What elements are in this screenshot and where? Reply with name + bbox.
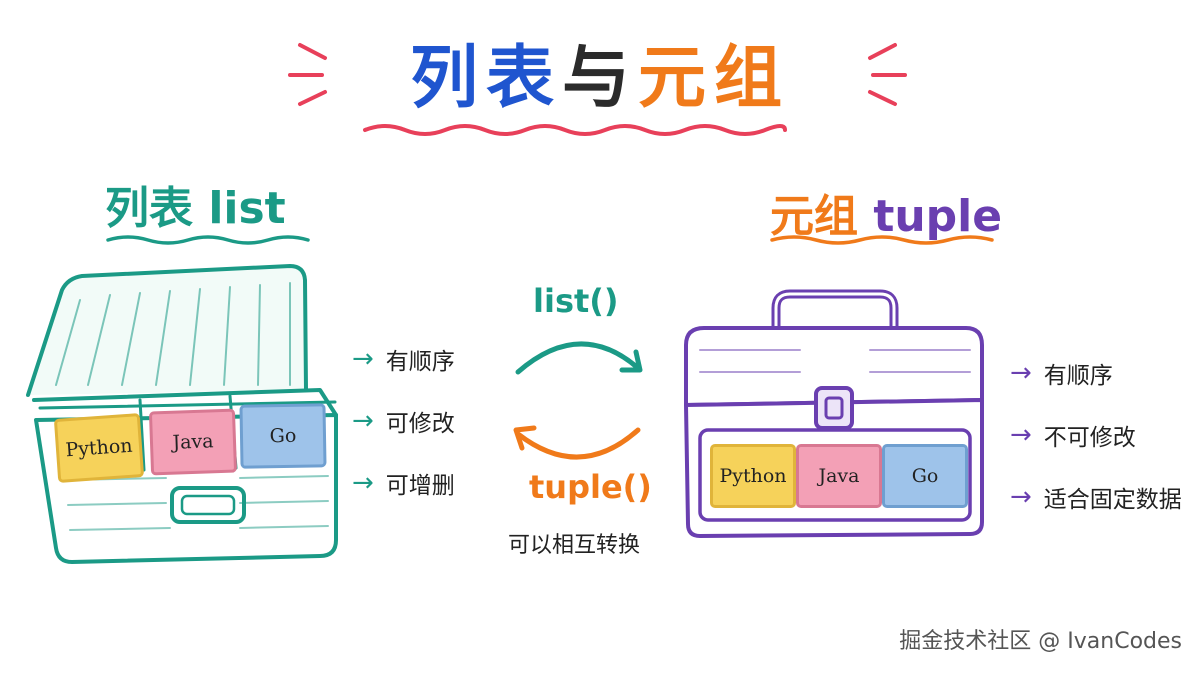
card-label: Python xyxy=(719,465,787,487)
card-label: Go xyxy=(911,465,939,487)
to-tuple-arrow-icon xyxy=(513,425,641,460)
feature-text: 有顺序 xyxy=(1043,363,1113,389)
arrow-right-icon: → xyxy=(352,344,374,374)
tuple-feature-ordered: → 有顺序 xyxy=(1010,356,1113,390)
conversion-caption: 可以相互转换 xyxy=(508,533,641,558)
feature-text: 有顺序 xyxy=(385,349,455,375)
title-accent-right-icon xyxy=(868,43,907,106)
card-label: Python xyxy=(64,434,134,462)
tuple-feature-fixed-data: → 适合固定数据 xyxy=(1010,480,1182,514)
arrow-right-icon: → xyxy=(352,406,374,436)
to-list-arrow-icon xyxy=(515,341,643,375)
list-title-underline-icon xyxy=(106,235,310,245)
feature-text: 适合固定数据 xyxy=(1043,487,1182,513)
arrow-right-icon: → xyxy=(1010,420,1032,450)
title-part-tuple: 元组 xyxy=(638,39,791,118)
tuple-title-en: tuple xyxy=(873,191,1003,242)
list-card-java: Java xyxy=(148,408,238,476)
list-feature-mutable: → 可修改 xyxy=(352,404,455,438)
card-label: Java xyxy=(172,430,214,454)
arrow-right-icon: → xyxy=(1010,358,1032,388)
list-function-label: list() xyxy=(533,282,619,320)
watermark: 掘金技术社区 @ IvanCodes xyxy=(899,629,1182,654)
title-accent-left-icon xyxy=(288,43,327,106)
feature-text: 不可修改 xyxy=(1043,425,1136,451)
list-section-title: 列表 list xyxy=(105,183,286,234)
feature-text: 可增删 xyxy=(385,473,455,499)
tuple-card-go: Go xyxy=(882,444,968,508)
card-label: Go xyxy=(269,424,297,448)
tuple-function-label: tuple() xyxy=(529,468,652,506)
list-feature-ordered: → 有顺序 xyxy=(352,342,455,376)
tuple-title-cn: 元组 xyxy=(770,191,858,242)
arrow-right-icon: → xyxy=(1010,482,1032,512)
feature-text: 可修改 xyxy=(385,411,455,437)
title-part-list: 列表 xyxy=(409,39,562,118)
list-card-go: Go xyxy=(239,403,327,469)
list-card-python: Python xyxy=(53,413,145,483)
tuple-feature-immutable: → 不可修改 xyxy=(1010,418,1136,452)
title-part-and: 与 xyxy=(561,39,638,118)
tuple-title-underline-icon xyxy=(770,235,994,245)
arrow-right-icon: → xyxy=(352,468,374,498)
page-title: 列表与元组 xyxy=(0,22,1200,121)
tuple-card-java: Java xyxy=(796,444,882,508)
card-label: Java xyxy=(818,465,860,487)
tuple-section-title: 元组 tuple xyxy=(770,180,1002,244)
tuple-card-python: Python xyxy=(710,444,796,508)
list-feature-add-remove: → 可增删 xyxy=(352,466,455,500)
title-underline-icon xyxy=(363,124,787,136)
